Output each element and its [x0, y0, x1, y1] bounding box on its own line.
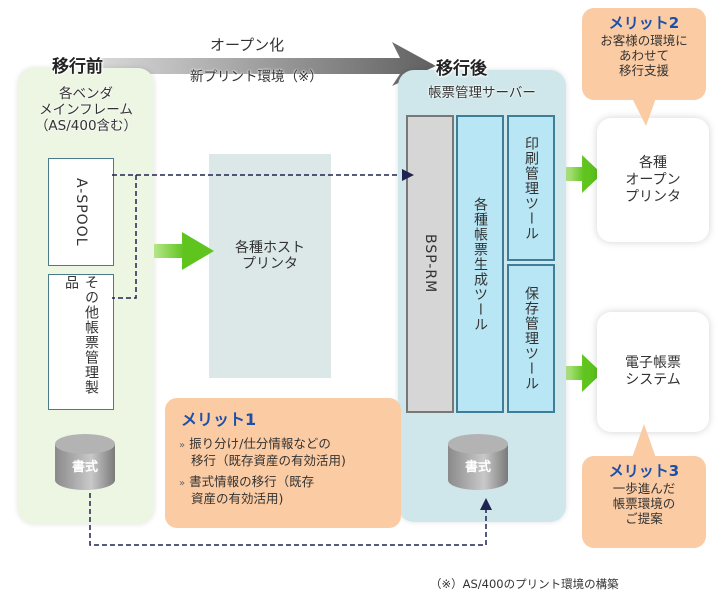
ereport-card: 電子帳票 システム: [597, 312, 709, 432]
merit2-pointer: [632, 98, 656, 126]
format-migration-line: [89, 493, 487, 546]
merit1-item: » 振り分け/仕分情報などの 移行（既存資産の有効活用): [179, 436, 401, 468]
host-printer-line: 各種ホスト: [235, 240, 305, 256]
other-products-connector: [112, 175, 137, 299]
before-label: 移行前: [52, 57, 103, 77]
arrowhead-bsp-icon: [402, 169, 414, 181]
format-db-after-icon: [448, 434, 508, 490]
merit3-line: ご提案: [625, 511, 663, 526]
open-printer-card: 各種 オープン プリンタ: [597, 118, 709, 242]
footnote: （※）AS/400のプリント環境の構築: [430, 577, 619, 591]
format-db-before-label: 書式: [71, 460, 98, 475]
open-printer-line: プリンタ: [625, 188, 681, 205]
arrow-to-host-icon: [154, 232, 214, 270]
merit3-title: メリット3: [608, 462, 680, 480]
other-products-box: その他帳票管理製品: [48, 274, 114, 410]
merit1-item: » 書式情報の移行（既存 資産の有効活用): [179, 474, 401, 506]
before-title-line: （AS/400含む）: [34, 118, 138, 134]
before-title-line: 各ベンダ: [59, 86, 113, 102]
server-title: 帳票管理サーバー: [428, 85, 536, 101]
open-printer-line: 各種: [639, 154, 667, 171]
merit1-item-line: 書式情報の移行（既存: [189, 474, 315, 489]
merit1-item-line: 資産の有効活用): [191, 491, 284, 506]
format-db-before-icon: [55, 434, 115, 490]
storage-mgmt-tools-column: 保存管理ツール: [507, 264, 555, 413]
after-label: 移行後: [436, 59, 487, 79]
ereport-line: 電子帳票: [625, 355, 681, 371]
merit2-line: お客様の環境に: [600, 33, 688, 48]
ereport-line: システム: [625, 372, 681, 388]
host-printer-box: [209, 154, 331, 378]
arrow-to-ereport-icon: [566, 354, 602, 392]
bullet-icon: »: [179, 440, 186, 451]
merit1-item-line: 振り分け/仕分情報などの: [189, 436, 331, 451]
merit1-item-line: 移行（既存資産の有効活用): [191, 453, 346, 468]
bullet-icon: »: [179, 478, 186, 489]
format-db-after-label: 書式: [464, 460, 491, 475]
merit3-callout: メリット3 一歩進んだ 帳票環境の ご提案: [582, 456, 706, 548]
merit3-pointer: [632, 424, 656, 458]
arrow-to-open-printer-icon: [566, 155, 602, 193]
before-title: 各ベンダ メインフレーム （AS/400含む）: [18, 86, 154, 134]
merit2-title: メリット2: [608, 14, 680, 32]
merit1-title: メリット1: [181, 410, 257, 429]
arrowhead-format-icon: [480, 498, 492, 510]
merit3-line: 一歩進んだ: [612, 481, 676, 496]
host-printer-line: プリンタ: [242, 256, 298, 272]
before-title-line: メインフレーム: [39, 102, 133, 118]
merit3-body: 一歩進んだ 帳票環境の ご提案: [582, 481, 706, 526]
merit2-callout: メリット2 お客様の環境に あわせて 移行支援: [582, 8, 706, 100]
bsp-rm-column: BSP-RM: [406, 115, 454, 413]
arrow-bottom-label: 新プリント環境（※）: [190, 69, 323, 85]
migration-arrow: [100, 42, 436, 86]
merit3-line: 帳票環境の: [612, 496, 676, 511]
arrow-top-label: オープン化: [210, 36, 285, 54]
report-gen-tools-column: 各種帳票生成ツール: [456, 115, 504, 413]
merit2-line: 移行支援: [618, 63, 669, 78]
host-printer-label: 各種ホスト プリンタ: [209, 240, 331, 272]
open-printer-line: オープン: [625, 171, 681, 188]
print-mgmt-tools-column: 印刷管理ツール: [507, 115, 555, 261]
merit1-callout: メリット1 » 振り分け/仕分情報などの 移行（既存資産の有効活用) » 書式情…: [165, 398, 401, 528]
a-spool-box: A-SPOOL: [48, 158, 114, 266]
merit2-body: お客様の環境に あわせて 移行支援: [582, 33, 706, 78]
merit2-line: あわせて: [618, 48, 669, 63]
